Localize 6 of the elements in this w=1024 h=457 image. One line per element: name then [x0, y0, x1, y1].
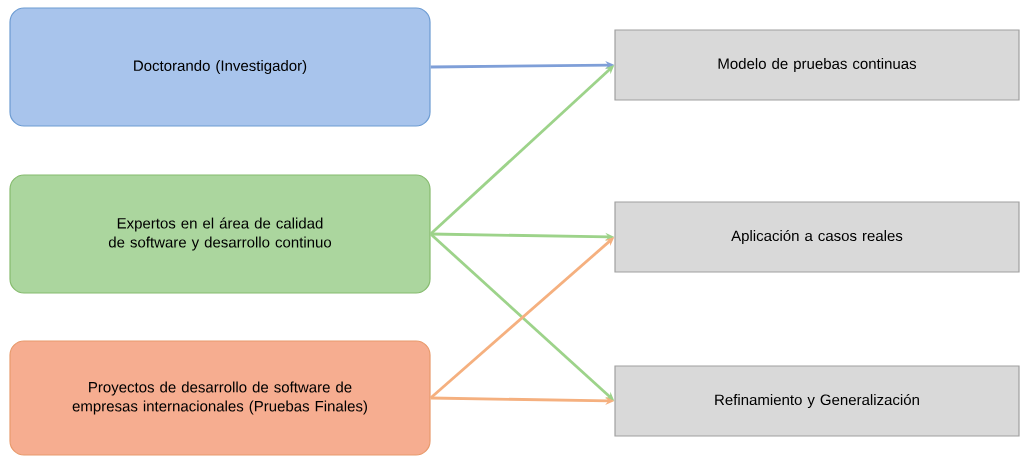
result-box: Refinamiento y Generalización: [614, 365, 1020, 437]
source-box: Doctorando (Investigador): [9, 7, 431, 127]
source-box: Expertos en el área de calidad de software y desarrollo continuo: [9, 174, 431, 294]
result-box: Aplicación a casos reales: [614, 201, 1020, 273]
source-box: Proyectos de desarrollo de software de empresas internacionales (Pruebas Finales): [9, 340, 431, 456]
result-box: Modelo de pruebas continuas: [614, 29, 1020, 101]
